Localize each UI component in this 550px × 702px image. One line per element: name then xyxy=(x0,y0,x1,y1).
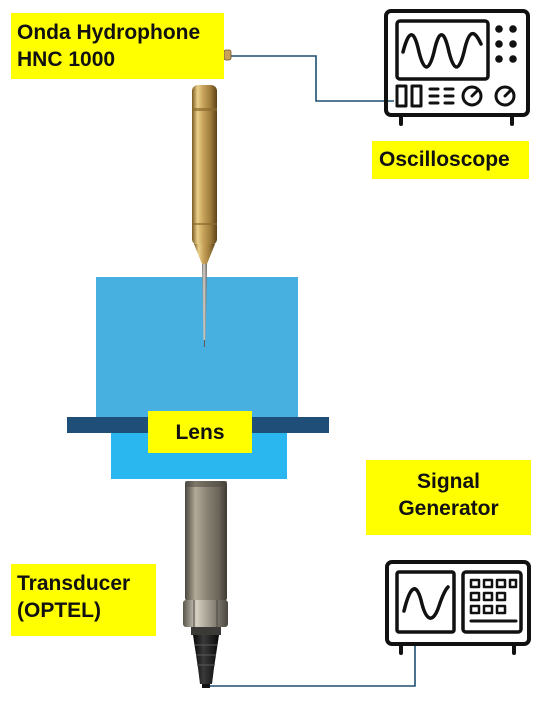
signal-generator-label-line-1: Signal xyxy=(416,470,480,493)
transducer-label-line-2: (OPTEL) xyxy=(17,599,101,622)
hydrophone-label-line-1: Onda Hydrophone xyxy=(17,21,201,44)
hydrophone-label: Onda Hydrophone HNC 1000 xyxy=(11,13,224,79)
signal-generator-label: Signal Generator xyxy=(366,460,531,535)
hydrophone-label-line-2: HNC 1000 xyxy=(17,48,116,71)
transducer-cable xyxy=(210,645,416,687)
oscilloscope-label: Oscilloscope xyxy=(372,141,529,179)
hydrophone-icon xyxy=(192,49,232,347)
lens-label: Lens xyxy=(148,411,252,453)
oscilloscope-label-text: Oscilloscope xyxy=(379,148,510,171)
signal-generator-label-line-2: Generator xyxy=(398,497,499,520)
hydrophone-cable xyxy=(228,55,394,102)
lens-label-text: Lens xyxy=(175,421,225,444)
signal-generator-icon xyxy=(385,560,531,655)
water-tank xyxy=(96,277,298,417)
transducer-label-line-1: Transducer xyxy=(17,572,131,595)
oscilloscope-icon xyxy=(384,9,530,126)
transducer-label: Transducer (OPTEL) xyxy=(11,564,156,636)
transducer-icon xyxy=(183,481,228,688)
